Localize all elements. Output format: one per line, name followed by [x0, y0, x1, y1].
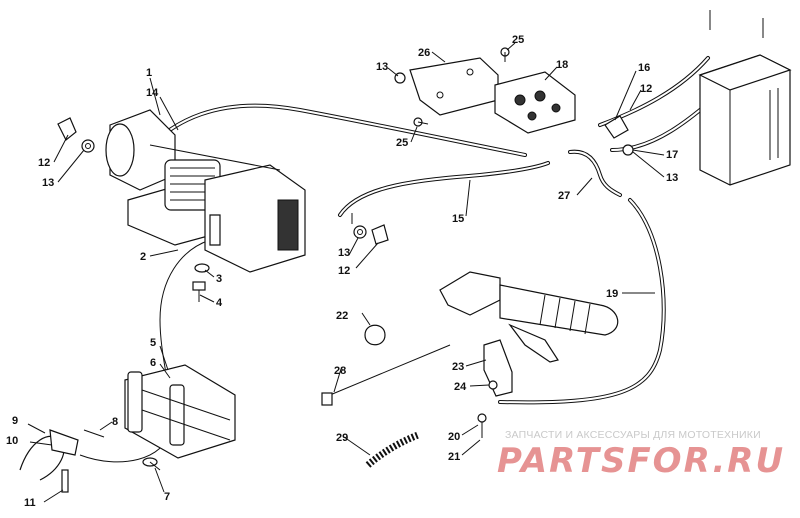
callout-15: 15 — [452, 213, 464, 225]
handlebar-control — [439, 271, 619, 363]
leader-lines — [27, 42, 665, 503]
watermark: ЗАПЧАСТИ И АКСЕССУАРЫ ДЛЯ МОТОТЕХНИКИ PA… — [497, 429, 785, 481]
callout-3: 3 — [216, 273, 222, 285]
boot-12-mid — [371, 224, 389, 245]
contactor-18 — [494, 71, 576, 134]
screw-24 — [488, 380, 498, 390]
callout-23: 23 — [452, 361, 464, 373]
screw-25-top — [500, 47, 510, 62]
callout-27: 27 — [558, 190, 570, 202]
callout-13-mid: 13 — [338, 247, 350, 259]
callout-4: 4 — [216, 297, 223, 309]
boot-12-left — [57, 117, 77, 141]
bolt-4 — [192, 281, 206, 302]
callout-22: 22 — [336, 310, 348, 322]
callout-14: 14 — [146, 87, 159, 99]
callout-29: 29 — [336, 432, 348, 444]
callout-17: 17 — [666, 149, 678, 161]
callout-25-left: 25 — [396, 137, 408, 149]
callout-19: 19 — [606, 288, 618, 300]
hook-assembly — [19, 429, 105, 493]
callout-13-right: 13 — [666, 172, 678, 184]
bracket-26 — [409, 57, 499, 116]
roller-fairlead — [124, 364, 236, 459]
cable-15 — [338, 161, 550, 217]
callout-16: 16 — [638, 62, 650, 74]
callout-2: 2 — [140, 251, 146, 263]
callout-5: 5 — [150, 337, 156, 349]
washer-3 — [194, 263, 210, 273]
callout-21: 21 — [448, 451, 460, 463]
callout-8: 8 — [112, 416, 118, 428]
callout-12-right: 12 — [640, 83, 652, 95]
callout-18: 18 — [556, 59, 568, 71]
callout-13: 13 — [42, 177, 54, 189]
screw-20-21 — [477, 413, 487, 438]
nut-13-mid — [353, 225, 367, 239]
callout-12-mid: 12 — [338, 265, 350, 277]
callout-24: 24 — [454, 381, 467, 393]
callout-12: 12 — [38, 157, 50, 169]
callout-labels: 1 14 12 13 2 3 4 5 6 8 9 10 7 11 13 12 1… — [6, 34, 678, 509]
winch-assembly — [105, 109, 306, 273]
battery — [698, 54, 792, 186]
screw-25-left — [413, 117, 429, 127]
watermark-tagline: ЗАПЧАСТИ И АКСЕССУАРЫ ДЛЯ МОТОТЕХНИКИ — [505, 429, 761, 441]
harness-27 — [568, 149, 622, 197]
nut-13-left — [81, 139, 95, 153]
switch-23 — [483, 339, 513, 397]
cable-14 — [138, 103, 527, 160]
cable-19 — [498, 198, 666, 405]
callout-7: 7 — [164, 491, 170, 503]
callout-10: 10 — [6, 435, 18, 447]
callout-25-top: 25 — [512, 34, 524, 46]
callout-28: 28 — [334, 365, 346, 377]
battery-bolts — [709, 10, 764, 38]
callout-20: 20 — [448, 431, 460, 443]
cable-tie-28 — [321, 344, 451, 406]
callout-9: 9 — [12, 415, 18, 427]
callout-1: 1 — [146, 67, 152, 79]
callout-26: 26 — [418, 47, 430, 59]
callout-11: 11 — [24, 497, 36, 509]
watermark-brand: PARTSFOR.RU — [497, 441, 785, 481]
clamp-22 — [364, 324, 386, 346]
conduit-29 — [365, 431, 420, 468]
callout-13-bracket: 13 — [376, 61, 388, 73]
nut-13-right — [622, 144, 634, 156]
bolt-7 — [142, 457, 161, 471]
boot-12-right — [604, 115, 629, 139]
callout-6: 6 — [150, 357, 156, 369]
